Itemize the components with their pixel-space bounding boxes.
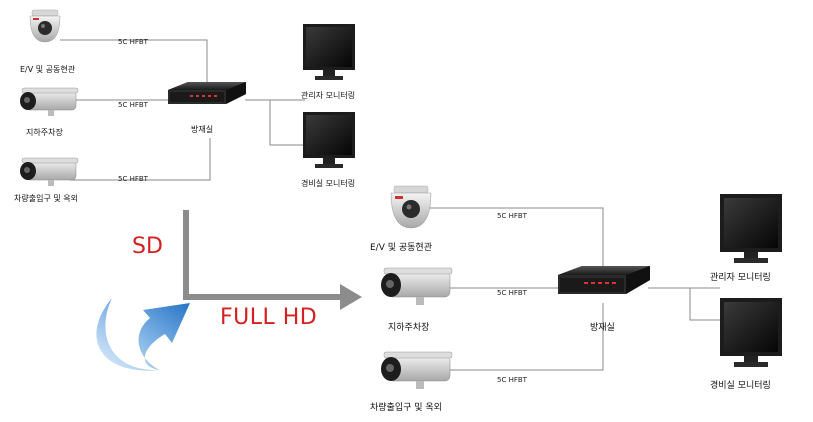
sd-monitor-guard-label: 경비실 모니터링 [301,179,356,188]
cable-label: 5C HFBT [497,212,527,220]
hd-monitor-admin-label: 관리자 모니터링 [710,273,771,283]
monitor-icon [720,194,782,263]
hd-dvr-label: 방재실 [590,323,615,333]
curved-arrow-icon [96,298,190,371]
sd-dvr-label: 방재실 [191,125,214,134]
upgrade-arrow [183,210,362,310]
dvr-recorder-icon [558,266,650,294]
hd-cam-parking-label: 지하주차장 [388,323,430,333]
bullet-camera-icon [20,157,79,186]
dome-camera-icon [29,9,61,43]
sd-cam-dome-label: E/V 및 공동현관 [20,65,76,74]
monitor-icon [720,298,782,367]
cable-label: 5C HFBT [118,38,148,46]
full-hd-caption: FULL HD [220,305,318,330]
hd-cam-dome-label: E/V 및 공동현관 [370,243,432,253]
monitor-icon [303,24,355,80]
cable-label: 5C HFBT [497,289,527,297]
sd-cam-entrance-label: 차량출입구 및 옥외 [14,194,78,203]
bullet-camera-icon [381,351,453,389]
dome-camera-icon [390,185,432,229]
hd-monitor-guard-label: 경비실 모니터링 [710,381,771,391]
sd-monitor-admin-label: 관리자 모니터링 [301,91,356,100]
bullet-camera-icon [381,267,453,305]
cable-label: 5C HFBT [497,376,527,384]
monitor-icon [303,112,355,168]
cable-label: 5C HFBT [118,101,148,109]
sd-cam-parking-label: 지하주차장 [26,128,63,137]
bullet-camera-icon [20,87,79,116]
dvr-recorder-icon [168,82,246,104]
hd-wires [425,207,720,371]
hd-cam-entrance-label: 차량출입구 및 옥외 [370,403,442,413]
sd-wires [60,39,305,181]
cable-label: 5C HFBT [118,175,148,183]
sd-caption: SD [132,234,163,259]
